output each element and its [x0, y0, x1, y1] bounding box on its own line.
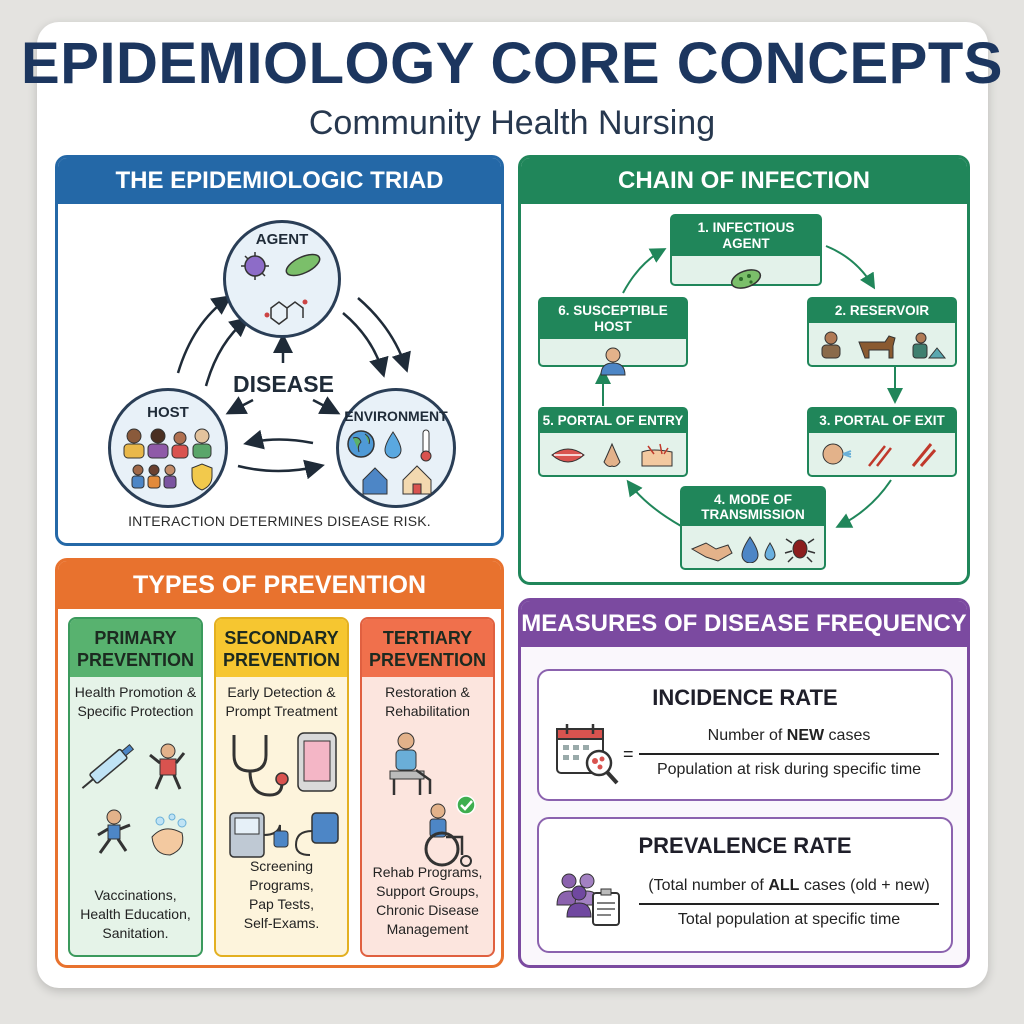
- measures-title: MEASURES OF DISEASE FREQUENCY: [521, 601, 967, 647]
- page-title: EPIDEMIOLOGY CORE CONCEPTS: [21, 31, 1003, 96]
- secondary-example-1: Screening Programs,: [249, 858, 314, 893]
- page-subtitle: Community Health Nursing: [308, 104, 716, 142]
- triad-panel: THE EPIDEMIOLOGIC TRIAD AGENT: [55, 155, 504, 546]
- chain-step-label: 6. SUSCEPTIBLE HOST: [540, 299, 686, 339]
- chain-step-label: 4. MODE OF TRANSMISSION: [682, 488, 824, 526]
- disease-label: DISEASE: [233, 371, 334, 397]
- secondary-example-2: Pap Tests,: [248, 896, 315, 912]
- prevalence-fraction-line: [639, 903, 939, 905]
- incidence-fraction-line: [639, 753, 939, 755]
- incidence-rate-box: INCIDENCE RATE = Number of NEW cases Pop…: [537, 669, 953, 801]
- tertiary-prevention-card: TERTIARY PREVENTION Restoration & Rehabi…: [360, 617, 495, 957]
- person-animal-environment-icon: [821, 331, 947, 359]
- bacteria-icon: [730, 269, 762, 289]
- chain-step-label: 5. PORTAL OF ENTRY: [540, 409, 686, 433]
- secondary-subtitle-line-1: Early Detection &: [227, 684, 336, 700]
- chain-step-infectious-agent: 1. INFECTIOUS AGENT: [670, 214, 822, 289]
- incidence-denominator: Population at risk during specific time: [656, 761, 922, 778]
- tertiary-example-4: Management: [386, 921, 469, 937]
- chain-step-reservoir: 2. RESERVOIR: [807, 297, 957, 367]
- primary-title-line-2: PREVENTION: [76, 650, 195, 670]
- secondary-title-line-2: PREVENTION: [222, 650, 341, 670]
- tertiary-subtitle-line-2: Rehabilitation: [385, 703, 470, 719]
- virus-bacteria-icon: [241, 252, 321, 325]
- chain-step-mode-of-transmission: 4. MODE OF TRANSMISSION: [680, 486, 826, 570]
- person-icon: [600, 347, 626, 376]
- stethoscope-monitor-icon: [229, 732, 339, 858]
- secondary-prevention-card: SECONDARY PREVENTION Early Detection & P…: [214, 617, 349, 957]
- handshake-droplet-insect-icon: [690, 536, 816, 563]
- people-icon: [123, 428, 213, 491]
- environment-circle: [336, 388, 456, 508]
- group-clipboard-icon: [556, 873, 620, 926]
- tertiary-example-3: Chronic Disease: [376, 902, 479, 918]
- primary-example-1: Vaccinations,: [94, 887, 177, 903]
- triad-arrows: [176, 295, 411, 480]
- tertiary-subtitle-line-1: Restoration &: [385, 684, 470, 700]
- calendar-magnifier-icon: [556, 724, 619, 785]
- chain-step-label: 1. INFECTIOUS AGENT: [672, 216, 820, 256]
- primary-subtitle-line-1: Health Promotion &: [74, 684, 197, 700]
- incidence-numerator-text: Number of: [707, 727, 787, 744]
- chain-title: CHAIN OF INFECTION: [521, 158, 967, 204]
- incidence-numerator-emphasis: NEW: [786, 727, 825, 744]
- incidence-numerator-suffix: cases: [824, 727, 871, 744]
- globe-house-icon: [347, 429, 432, 495]
- secondary-title-line-1: SECONDARY: [224, 628, 339, 648]
- chain-step-label: 2. RESERVOIR: [809, 299, 955, 323]
- primary-example-3: Sanitation.: [102, 925, 169, 941]
- prevalence-numerator-suffix: cases (old + new): [799, 877, 930, 894]
- chain-arrows: [595, 245, 903, 528]
- prevalence-numerator-text: (Total number of: [648, 877, 769, 894]
- prevalence-title: PREVALENCE RATE: [638, 833, 852, 858]
- prevalence-numerator: (Total number of ALL cases (old + new): [639, 877, 939, 895]
- rehab-wheelchair-icon: [389, 732, 476, 867]
- agent-label: AGENT: [255, 231, 309, 248]
- primary-subtitle-line-2: Specific Protection: [77, 703, 194, 719]
- host-label: HOST: [147, 404, 189, 421]
- incidence-numerator: Number of NEW cases: [639, 727, 939, 745]
- primary-prevention-card: PRIMARY PREVENTION Health Promotion & Sp…: [68, 617, 203, 957]
- tertiary-example-1: Rehab Programs,: [372, 864, 483, 880]
- tertiary-example-2: Support Groups,: [376, 883, 479, 899]
- prevalence-numerator-emphasis: ALL: [768, 877, 800, 894]
- chain-panel: CHAIN OF INFECTION 1. INFECTIOUS AGENT 2…: [518, 155, 970, 585]
- measures-panel: MEASURES OF DISEASE FREQUENCY INCIDENCE …: [518, 598, 970, 968]
- chain-step-portal-of-exit: 3. PORTAL OF EXIT: [807, 407, 957, 477]
- chain-step-label: 3. PORTAL OF EXIT: [809, 409, 955, 433]
- secondary-subtitle-line-2: Prompt Treatment: [225, 703, 338, 719]
- mouth-nose-skin-icon: [551, 442, 673, 467]
- primary-example-2: Health Education,: [80, 906, 191, 922]
- cough-sneeze-icon: [822, 443, 937, 467]
- agent-circle: [223, 220, 341, 338]
- primary-title-line-1: PRIMARY: [94, 628, 177, 648]
- prevalence-denominator: Total population at specific time: [677, 911, 901, 928]
- tertiary-title-line-1: TERTIARY: [382, 628, 473, 648]
- chain-step-susceptible-host: 6. SUSCEPTIBLE HOST: [538, 297, 688, 376]
- prevention-title: TYPES OF PREVENTION: [58, 561, 501, 609]
- equals-sign: =: [623, 744, 634, 764]
- secondary-example-3: Self-Exams.: [243, 915, 320, 931]
- chain-step-portal-of-entry: 5. PORTAL OF ENTRY: [538, 407, 688, 477]
- prevalence-rate-box: PREVALENCE RATE (Total number of ALL cas…: [537, 817, 953, 953]
- environment-label: ENVIRONMENT: [344, 408, 448, 424]
- vaccine-exercise-handwash-icon: [81, 743, 187, 856]
- tertiary-title-line-2: PREVENTION: [368, 650, 487, 670]
- triad-title: THE EPIDEMIOLOGIC TRIAD: [58, 158, 501, 204]
- prevention-panel: TYPES OF PREVENTION PRIMARY PREVENTION H…: [55, 558, 504, 968]
- triad-note: INTERACTION DETERMINES DISEASE RISK.: [128, 513, 431, 529]
- incidence-title: INCIDENCE RATE: [652, 685, 838, 710]
